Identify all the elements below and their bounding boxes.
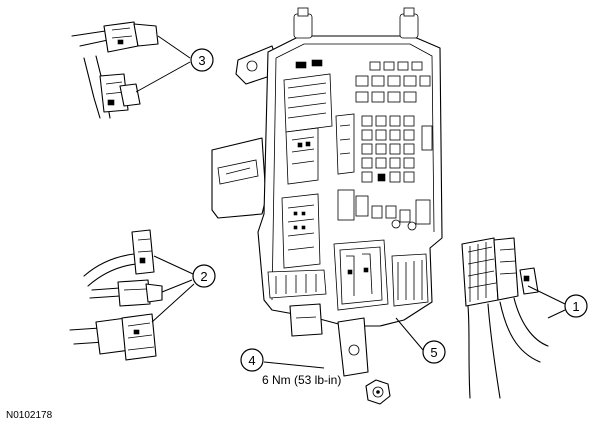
fuse-grid-middle (361, 115, 433, 183)
fuse-grid-upper (355, 61, 431, 103)
torque-spec-label: 6 Nm (53 lb-in) (262, 373, 341, 387)
callout-2-label: 2 (200, 269, 207, 284)
callout-5-label: 5 (430, 345, 437, 360)
leader-lines (135, 35, 566, 369)
connector-detail-1 (461, 237, 549, 399)
callout-5: 5 (422, 340, 446, 364)
junction-box (211, 7, 443, 377)
callout-1-label: 1 (572, 299, 579, 314)
callout-4: 4 (240, 348, 264, 372)
callout-1: 1 (564, 294, 588, 318)
connector-detail-3 (71, 21, 159, 119)
callout-2: 2 (192, 264, 216, 288)
callout-3-label: 3 (198, 53, 205, 68)
connector-detail-2 (69, 229, 163, 361)
callout-4-label: 4 (248, 353, 255, 368)
mounting-nut (365, 379, 391, 405)
callout-3: 3 (190, 48, 214, 72)
figure-id: N0102178 (6, 410, 53, 421)
